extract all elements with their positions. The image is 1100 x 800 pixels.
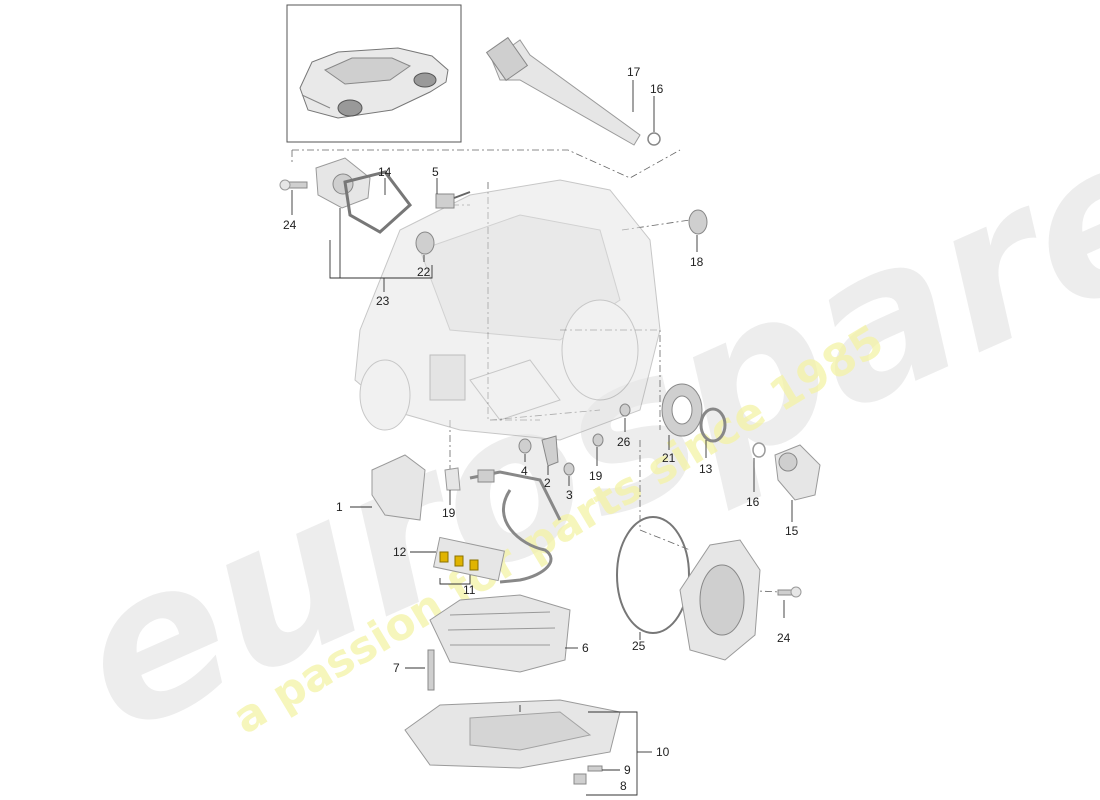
plug-8 xyxy=(573,773,587,785)
callout-11: 11 xyxy=(463,583,476,597)
transmission-housing xyxy=(354,179,661,441)
seal-18 xyxy=(688,209,708,235)
callout-8: 8 xyxy=(620,779,627,793)
callout-19-left: 19 xyxy=(442,506,456,520)
output-flange-15 xyxy=(774,444,821,501)
valve-body xyxy=(429,594,571,673)
callout-13: 13 xyxy=(699,462,713,476)
callout-22: 22 xyxy=(417,265,431,279)
callout-9: 9 xyxy=(624,763,631,777)
circlip-16-right xyxy=(752,442,766,458)
callout-6: 6 xyxy=(582,641,589,655)
vehicle-thumbnail xyxy=(286,4,462,143)
callout-23: 23 xyxy=(376,294,390,308)
callout-12: 12 xyxy=(393,545,407,559)
cover-1 xyxy=(371,454,426,521)
bolt-9 xyxy=(587,765,603,772)
callout-1: 1 xyxy=(336,500,343,514)
gasket-14 xyxy=(343,170,413,234)
callout-3: 3 xyxy=(566,488,573,502)
callout-labels: 17 16 5 14 24 22 23 18 26 21 13 16 15 4 … xyxy=(283,65,799,793)
side-cover xyxy=(679,539,761,661)
o-ring-25 xyxy=(616,516,690,634)
bolt-24-left xyxy=(279,179,308,191)
callout-10: 10 xyxy=(656,745,670,759)
part-4 xyxy=(518,438,532,454)
callout-4: 4 xyxy=(521,464,528,478)
callout-26: 26 xyxy=(617,435,631,449)
plug-26 xyxy=(619,403,631,417)
callout-17: 17 xyxy=(627,65,641,79)
callout-14: 14 xyxy=(378,165,392,179)
bolt-24-right xyxy=(777,586,802,598)
callout-21: 21 xyxy=(662,451,676,465)
part-2 xyxy=(541,435,559,467)
callout-2: 2 xyxy=(544,476,551,490)
part-3 xyxy=(563,462,575,476)
callout-24-left: 24 xyxy=(283,218,297,232)
drive-shaft xyxy=(485,36,641,146)
release-cover xyxy=(315,157,371,209)
solenoid-block xyxy=(433,536,505,582)
callout-24-right: 24 xyxy=(777,631,791,645)
circlip-16-top xyxy=(647,132,661,146)
callout-7: 7 xyxy=(393,661,400,675)
callout-5: 5 xyxy=(432,165,439,179)
seal-13 xyxy=(699,407,727,443)
plug-19-left xyxy=(444,467,461,491)
bolt-7 xyxy=(427,649,435,691)
callout-19-right: 19 xyxy=(589,469,603,483)
callout-16-top: 16 xyxy=(650,82,664,96)
sensor-5 xyxy=(435,191,471,209)
leader-lines xyxy=(291,80,793,796)
plug-19-right xyxy=(592,433,604,447)
callout-15: 15 xyxy=(785,524,799,538)
callout-25: 25 xyxy=(632,639,646,653)
oil-pan xyxy=(404,699,621,769)
seal-22 xyxy=(415,231,435,255)
callout-16-right: 16 xyxy=(746,495,760,509)
wiring-harness xyxy=(469,469,562,584)
bearing-21-bore xyxy=(671,395,693,425)
callout-18: 18 xyxy=(690,255,704,269)
